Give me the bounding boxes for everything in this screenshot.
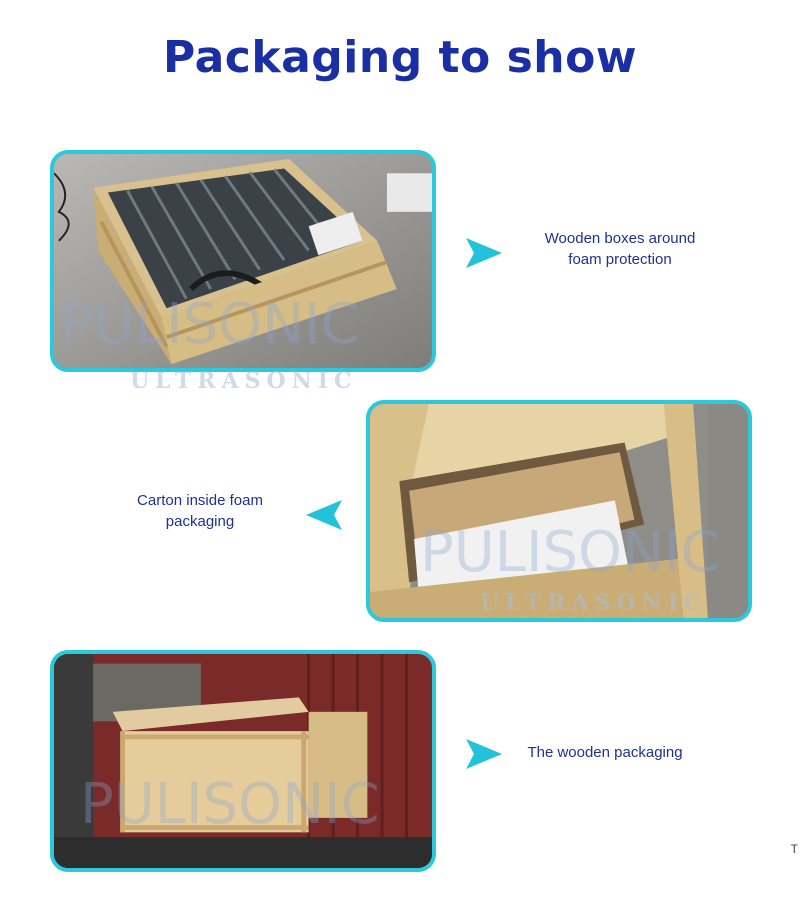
arrow-left-icon — [306, 500, 342, 530]
arrow-right-icon — [466, 739, 502, 769]
caption-2-line1: Carton inside foam — [137, 492, 263, 509]
wooden-crates-photo-icon — [54, 654, 432, 868]
caption-3: The wooden packaging — [505, 742, 705, 763]
edge-mark: T — [790, 842, 798, 856]
page-title: Packaging to show — [163, 32, 637, 83]
caption-1-line1: Wooden boxes around — [544, 230, 696, 247]
packaging-photo-1 — [50, 150, 436, 372]
wooden-crate-photo-icon — [54, 154, 432, 368]
caption-1: Wooden boxes around foam protection — [520, 228, 720, 270]
caption-3-line1: The wooden packaging — [527, 744, 683, 761]
caption-1-line2: foam protection — [568, 251, 672, 268]
packaging-photo-2 — [366, 400, 752, 622]
arrow-right-icon — [466, 238, 502, 268]
caption-2-line2: packaging — [165, 513, 235, 530]
carton-foam-photo-icon — [370, 404, 748, 618]
packaging-photo-3 — [50, 650, 436, 872]
caption-2: Carton inside foam packaging — [100, 490, 300, 532]
